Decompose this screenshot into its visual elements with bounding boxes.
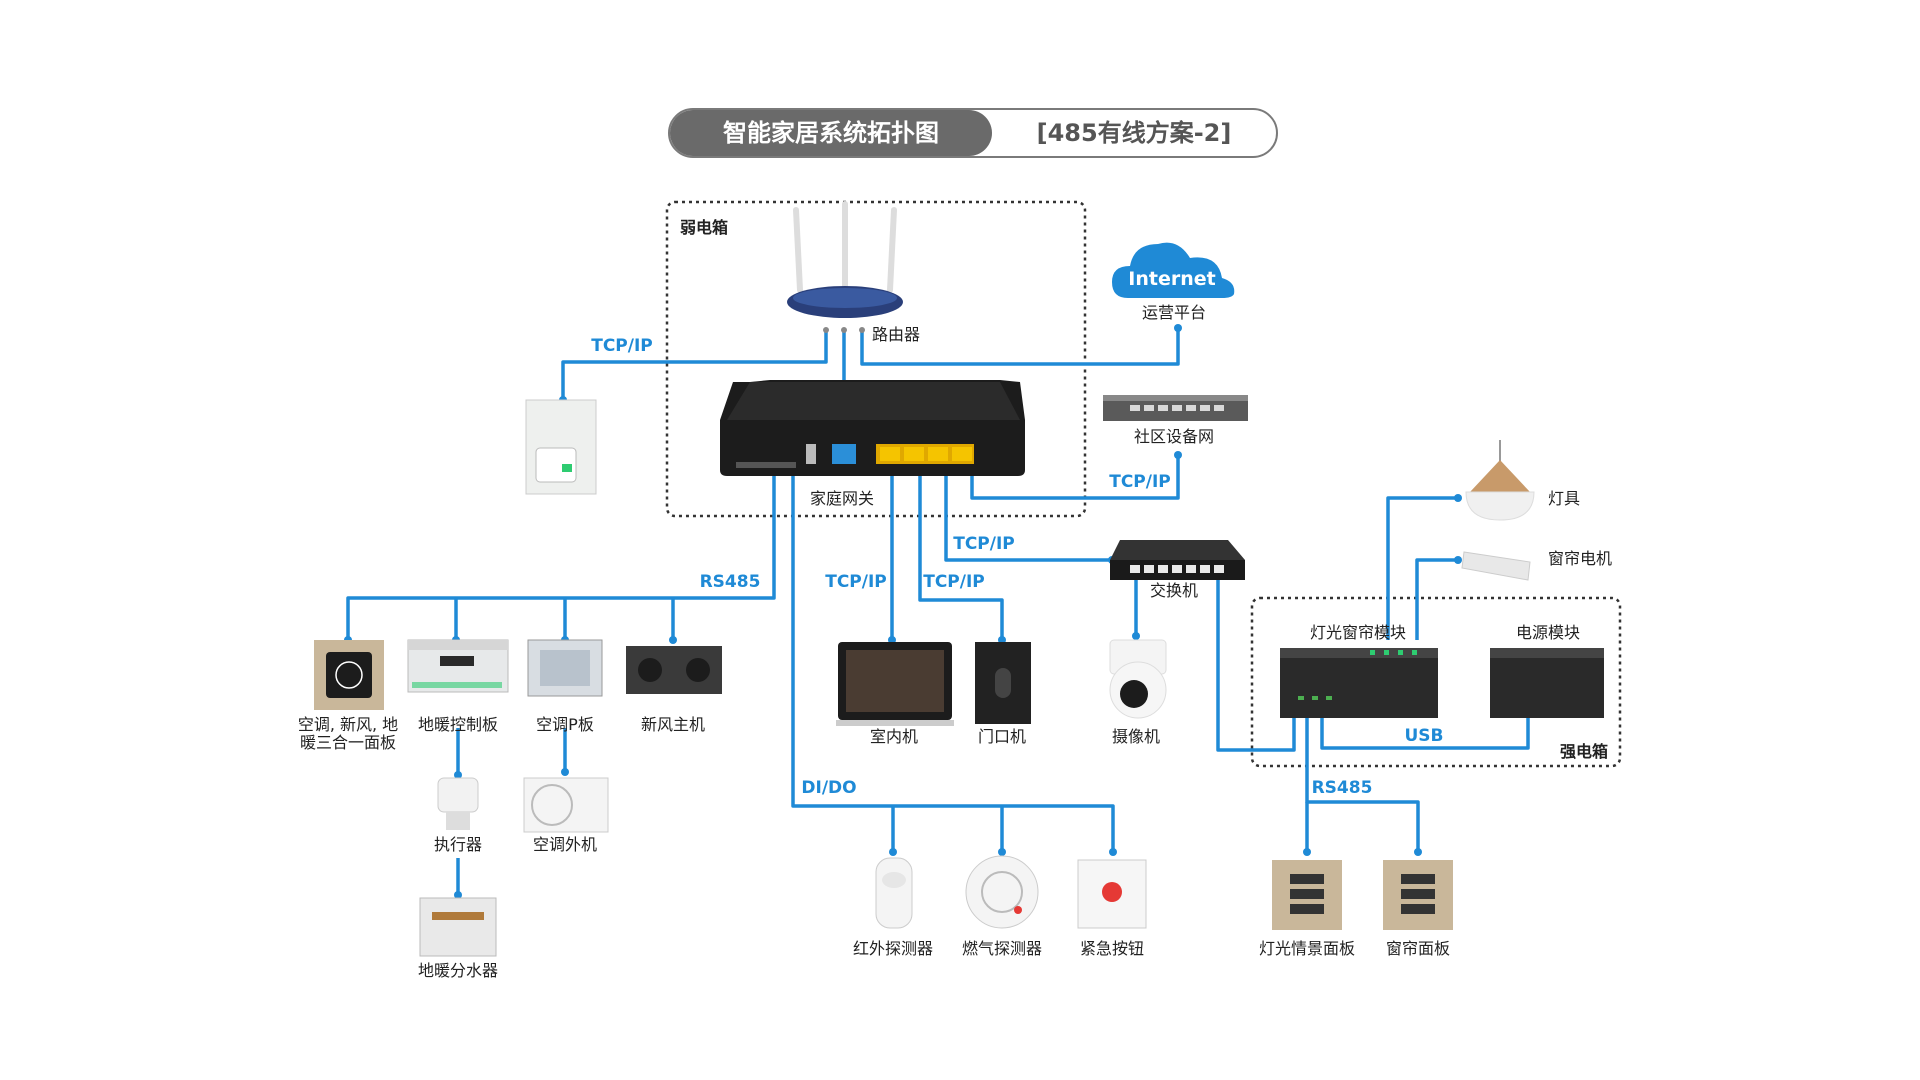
line-router-left-device [561,330,828,398]
line-gateway-rs485 [346,470,776,640]
emergency-button-label: 紧急按钮 [1079,939,1145,958]
protocol-tcpip-left: TCP/IP [591,336,653,356]
line-router-internet [860,330,1180,366]
gas-detector-icon [965,855,1039,929]
fresh-air-unit-icon [626,646,722,694]
pir-detector-label: 红外探测器 [852,939,934,958]
router-label: 路由器 [871,325,921,344]
indoor-unit-label: 室内机 [869,727,919,746]
hvac-panel-icon [314,640,384,710]
protocol-usb: USB [1404,726,1444,746]
scene-panel-icon [1272,860,1342,930]
protocol-rs485-left: RS485 [699,572,761,592]
power-module-icon [1490,648,1604,718]
protocol-tcpip-switch: TCP/IP [953,534,1015,554]
emergency-button-icon [1077,859,1147,929]
scene-panel-label: 灯光情景面板 [1258,939,1356,958]
ac-p-board-label: 空调P板 [536,715,594,734]
manifold-icon [419,897,497,957]
weak-box-frame [665,200,1087,518]
curtain-motor-label: 窗帘电机 [1547,549,1613,568]
floor-heating-board-icon [407,639,509,693]
door-unit-icon [975,642,1031,724]
camera-icon [1109,639,1167,719]
cloud-text: Internet [1128,268,1216,290]
actuator-icon [437,777,479,830]
smart-speaker-icon [525,399,597,495]
hvac-panel-label-line1: 空调, 新风, 地 [297,715,399,734]
hvac-panel-label-line2: 暖三合一面板 [299,733,397,752]
lamp-icon [1465,440,1535,521]
line-module-curtain [1415,558,1458,640]
ac-outdoor-label: 空调外机 [532,835,598,854]
community-network-label: 社区设备网 [1133,427,1215,446]
line-module-lamp [1386,496,1458,640]
line-switch-module [1216,580,1296,752]
diagram-title: 智能家居系统拓扑图 [670,110,992,156]
curtain-motor-icon [1461,551,1531,581]
door-unit-label: 门口机 [977,727,1027,746]
line-gateway-dido [791,470,1115,852]
manifold-label: 地暖分水器 [417,961,499,980]
gateway-label: 家庭网关 [809,489,875,508]
switch-icon [1110,540,1245,580]
protocol-tcpip-door: TCP/IP [923,572,985,592]
switch-label: 交换机 [1149,581,1199,600]
strong-box-frame [1250,596,1622,768]
ac-outdoor-icon [523,777,609,833]
power-module-label: 电源模块 [1515,623,1581,642]
protocol-tcpip-community: TCP/IP [1109,472,1171,492]
line-gateway-community [970,455,1180,500]
pir-detector-icon [875,857,913,929]
weak-box-label: 弱电箱 [680,218,729,237]
indoor-unit-icon [836,642,954,726]
curtain-panel-label: 窗帘面板 [1385,939,1451,958]
actuator-label: 执行器 [433,835,483,854]
camera-label: 摄像机 [1111,727,1161,746]
protocol-tcpip-indoor: TCP/IP [825,572,887,592]
line-module-power-usb [1320,718,1530,750]
light-curtain-module-icon [1280,648,1438,718]
community-switch-icon [1103,395,1248,421]
line-module-rs485 [1305,718,1420,852]
cloud-icon [1112,242,1235,298]
router-icon [787,201,903,333]
protocol-rs485-right: RS485 [1311,778,1373,798]
fresh-air-unit-label: 新风主机 [640,715,706,734]
gateway-icon [720,380,1025,476]
line-gateway-switch [944,470,1112,562]
connection-lines [346,330,1530,895]
floor-heating-board-label: 地暖控制板 [417,715,499,734]
ac-p-board-icon [527,639,603,697]
curtain-panel-icon [1383,860,1453,930]
protocol-dido: DI/DO [801,778,857,798]
title-pill: 智能家居系统拓扑图 [485有线方案-2] [668,108,1278,158]
light-curtain-module-label: 灯光窗帘模块 [1309,623,1407,642]
gas-detector-label: 燃气探测器 [961,939,1043,958]
lamp-label: 灯具 [1547,489,1581,508]
cloud-label: 运营平台 [1141,303,1207,322]
diagram-subtitle: [485有线方案-2] [1036,119,1232,147]
strong-box-label: 强电箱 [1560,742,1609,761]
line-gateway-door [918,470,1004,640]
